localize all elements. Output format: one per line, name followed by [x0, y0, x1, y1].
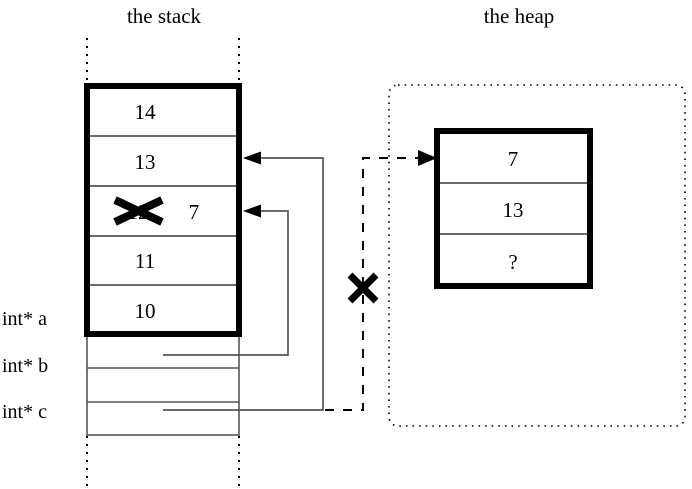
strikeout-x-stroke-2: [113, 196, 164, 226]
stack-cell-value-4: 11: [135, 249, 155, 273]
edge-c-to-heap-broken: [325, 150, 437, 411]
edge-c-to-stack-cell-2: [163, 151, 324, 411]
edge-heap-dashed-path: [325, 157, 423, 411]
heap-cell-value-2: 13: [503, 198, 524, 222]
broken-link-x-icon: [347, 272, 379, 304]
pointer-cells-outline: [86, 333, 240, 436]
stack-cell-value-5: 10: [135, 299, 156, 323]
heap-title: the heap: [484, 4, 555, 28]
edge-c-arrowhead: [243, 151, 261, 165]
heap-cell-value-3: ?: [508, 250, 517, 274]
broken-link-x-stroke-2: [347, 272, 379, 304]
stack-title: the stack: [127, 4, 202, 28]
variable-label-b: int* b: [2, 355, 48, 377]
stack-cell-3-group: 12 7: [113, 196, 200, 226]
edge-b-to-stack-cell-3: [163, 204, 289, 356]
stack-cell-value-2: 13: [135, 150, 156, 174]
heap-block-outline: [434, 128, 593, 289]
stack-frame-outline: [84, 83, 242, 337]
edge-b-arrowhead: [243, 204, 261, 218]
variable-label-c: int* c: [2, 401, 47, 423]
edge-b-path: [163, 210, 289, 356]
stack-pointer-cells: [86, 333, 240, 436]
heap-cell-value-1: 7: [508, 147, 519, 171]
edge-c-path: [163, 157, 324, 411]
stack-cell-value-1: 14: [135, 100, 157, 124]
stack-allocated-frame: [84, 83, 242, 337]
variable-label-a: int* a: [2, 308, 47, 330]
edge-heap-arrowhead: [418, 150, 437, 166]
heap-block: [434, 128, 593, 289]
strikeout-x-icon: [113, 196, 164, 226]
stack-cell-value-3-new: 7: [189, 200, 200, 224]
